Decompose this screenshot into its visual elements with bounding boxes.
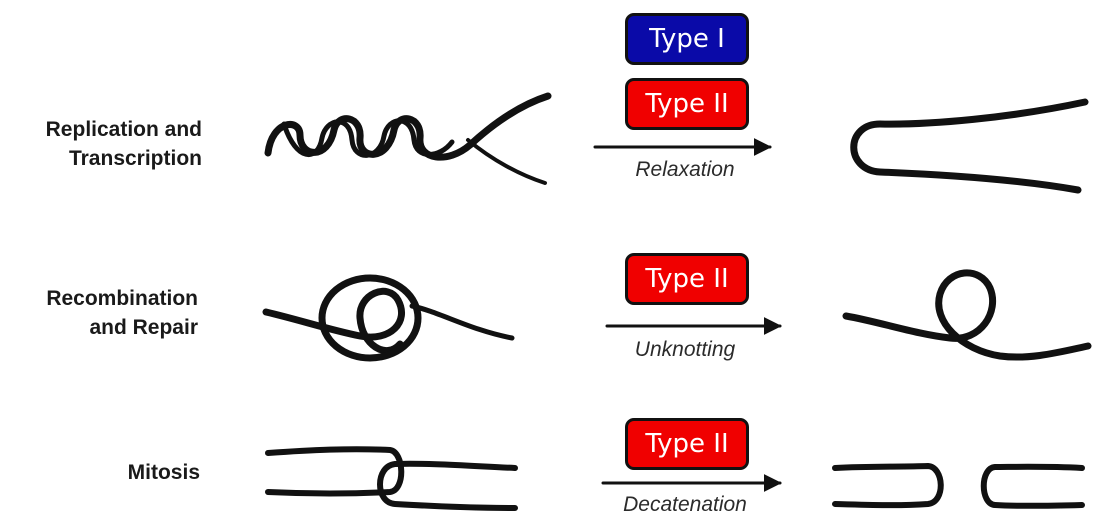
knotted-dna-icon [262, 274, 515, 362]
process-label-replication: Replication and Transcription [10, 115, 202, 173]
process-label-line2: Transcription [68, 147, 202, 170]
process-label-mitosis: Mitosis [10, 458, 200, 487]
catenated-dna-icon [265, 446, 518, 511]
enzyme-badge-type-ii: Type II [625, 253, 749, 305]
decatenated-dna-icon [832, 462, 1085, 509]
process-label-line1: Replication and [45, 118, 202, 141]
process-label-line1: Recombination [46, 287, 198, 310]
process-label-line1: Mitosis [127, 461, 200, 484]
enzyme-badge-type-ii: Type II [625, 418, 749, 470]
relaxed-dna-loop-icon [850, 98, 1089, 194]
supercoiled-dna-icon [264, 92, 552, 185]
action-label-relaxation: Relaxation [635, 158, 735, 181]
process-label-line2: and Repair [89, 316, 198, 339]
enzyme-badge-type-ii: Type II [625, 78, 749, 130]
enzyme-badge-type-i: Type I [625, 13, 749, 65]
unknotted-dna-icon [842, 269, 1092, 361]
process-label-recombination: Recombination and Repair [10, 284, 198, 342]
action-label-unknotting: Unknotting [634, 338, 736, 361]
action-label-decatenation: Decatenation [623, 493, 747, 516]
